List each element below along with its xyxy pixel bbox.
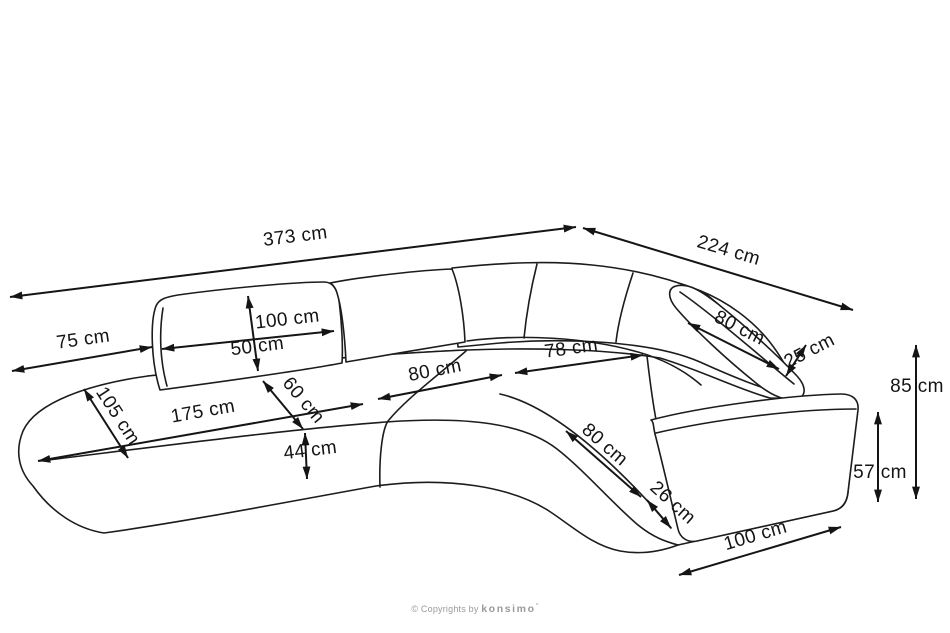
dim-line-armrest-width xyxy=(646,499,672,529)
sofa-drawing xyxy=(17,261,859,554)
sofa-armrest xyxy=(650,393,859,543)
dim-label-armrest-height: 57 cm xyxy=(853,462,907,483)
dim-line-chaise-depth xyxy=(83,388,129,459)
sofa-corner-back-bottom xyxy=(466,336,702,386)
dim-label-total-height: 85 cm xyxy=(890,376,944,397)
copyright-text: © Copyrights by xyxy=(411,604,479,614)
dim-line-seat-base-height xyxy=(301,432,311,480)
dim-label-left-end-width: 75 cm xyxy=(55,325,111,353)
sofa-left-cushion-side-seam xyxy=(159,307,168,387)
dim-line-corner-seat-width xyxy=(514,352,644,376)
dim-line-right-seat-depth xyxy=(565,430,642,498)
dim-line-armrest-top-depth xyxy=(785,344,807,377)
brand-logo: konsimo xyxy=(481,603,536,615)
brand-registered-mark: ° xyxy=(535,603,539,610)
dim-line-right-section-width xyxy=(678,526,842,576)
copyright-footer: © Copyrights by konsimo° xyxy=(411,603,538,615)
dim-line-back-cushion-height xyxy=(245,295,261,372)
dim-line-total-depth xyxy=(582,227,854,311)
dim-label-total-length: 373 cm xyxy=(262,222,329,251)
sofa-seat-seam-left xyxy=(379,350,467,488)
dim-line-total-length xyxy=(9,224,577,300)
dim-line-right-back-cushion-width xyxy=(687,322,780,370)
dim-label-armrest-top-depth: 25 cm xyxy=(781,330,838,373)
sofa-middle-back-cushion xyxy=(329,268,466,363)
dim-line-left-end-width xyxy=(11,345,153,373)
dim-line-middle-seat-width xyxy=(377,373,503,401)
sofa-armrest-top-seam xyxy=(655,408,857,434)
